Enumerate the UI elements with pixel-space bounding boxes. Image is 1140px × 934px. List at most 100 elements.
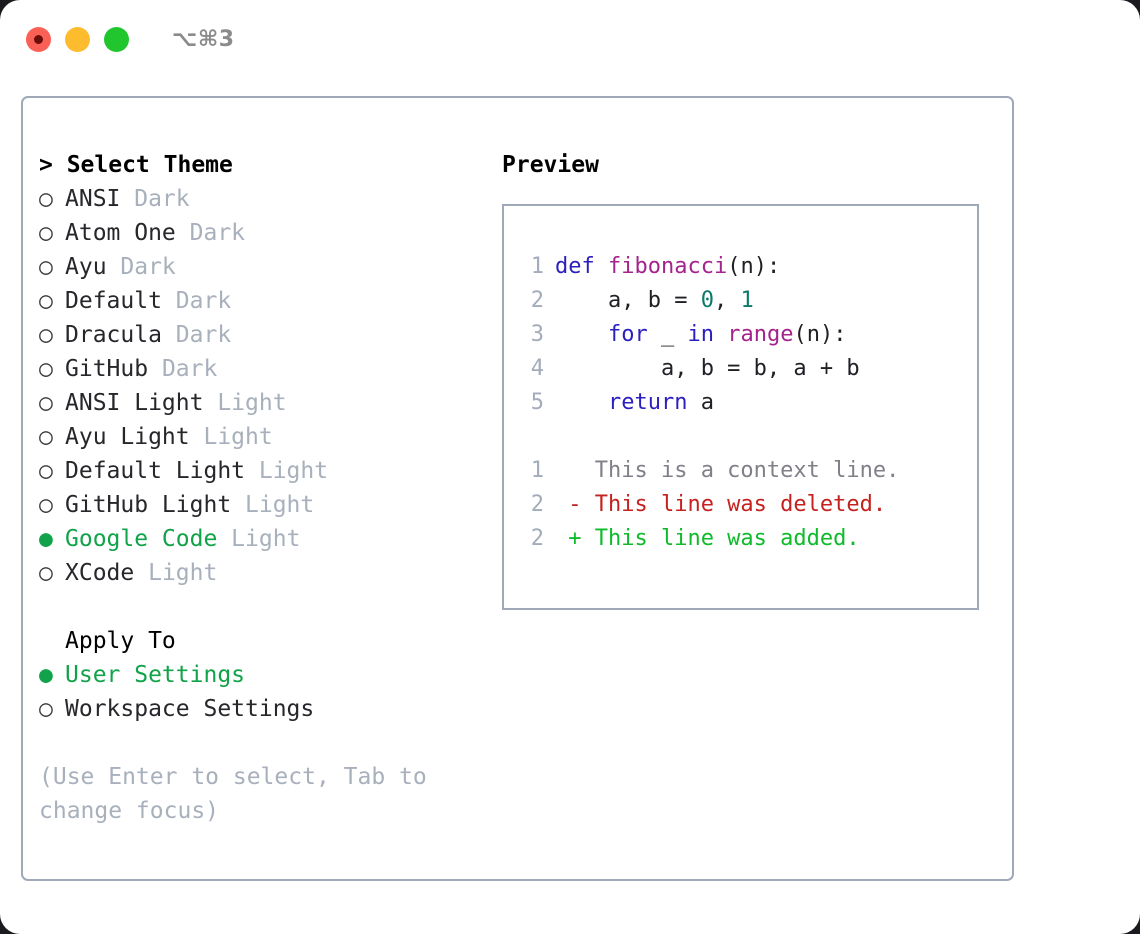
theme-option-github[interactable]: ○ GitHub Dark (39, 352, 479, 386)
code-token-plain: (n): (793, 322, 847, 347)
radio-unselected-icon: ○ (39, 356, 53, 382)
code-line: 3 for _ in range(n): (518, 318, 977, 352)
keyboard-shortcut-label: ⌥⌘3 (172, 26, 235, 52)
theme-option-label: Ayu (65, 254, 107, 280)
hint-spacer (39, 726, 479, 760)
radio-unselected-icon: ○ (39, 424, 53, 450)
line-number: 2 (530, 288, 544, 313)
apply-option-user-settings[interactable]: ●User Settings (39, 658, 479, 692)
code-token-plain: a, b = b, a + b (555, 356, 860, 381)
diff-line-text: - This line was deleted. (555, 492, 887, 517)
code-token-kw: return (607, 390, 688, 415)
apply-to-heading: Apply To (65, 628, 176, 654)
theme-option-label: ANSI Light (65, 390, 204, 416)
theme-option-label: GitHub Light (65, 492, 232, 518)
code-token-plain (555, 322, 608, 347)
theme-list[interactable]: ○ANSI Dark○Atom One Dark○Ayu Dark○Defaul… (39, 182, 479, 590)
theme-option-label: GitHub (65, 356, 149, 382)
theme-option-variant: Light (245, 458, 329, 484)
close-button-icon[interactable] (26, 26, 51, 52)
line-number: 5 (530, 390, 544, 415)
code-token-num: 1 (740, 288, 754, 313)
theme-option-dracula[interactable]: ○Dracula Dark (39, 318, 479, 352)
keyboard-hint-text: (Use Enter to select, Tab to change focu… (39, 764, 441, 824)
theme-option-variant: Light (203, 390, 287, 416)
theme-option-ansi-light[interactable]: ○ ANSI Light Light (39, 386, 479, 420)
diff-line-ctx: 1 This is a context line. (518, 454, 977, 488)
apply-option-label: Workspace Settings (65, 696, 315, 722)
code-token-plain (555, 390, 608, 415)
code-token-plain: _ (647, 322, 688, 347)
minimize-button-icon[interactable] (65, 26, 90, 52)
line-number: 4 (530, 356, 544, 381)
theme-option-label: Default (65, 288, 162, 314)
theme-option-variant: Dark (120, 186, 190, 212)
line-number: 3 (530, 322, 544, 347)
code-token-plain: , (713, 288, 741, 313)
code-token-plain: a, b = (555, 288, 701, 313)
diff-line-text: + This line was added. (555, 526, 860, 551)
select-theme-heading: > Select Theme (39, 152, 233, 178)
code-diff-spacer (518, 420, 977, 454)
theme-option-atom-one[interactable]: ○ Atom One Dark (39, 216, 479, 250)
code-token-kw: def (555, 254, 608, 279)
theme-option-default-light[interactable]: ○Default Light Light (39, 454, 479, 488)
window-controls (26, 26, 129, 52)
code-token-fn: range (727, 322, 794, 347)
radio-unselected-icon: ○ (39, 288, 53, 314)
recording-indicator-icon (34, 34, 43, 44)
diff-line-text: This is a context line. (555, 458, 900, 483)
theme-option-label: Ayu Light (65, 424, 190, 450)
code-line: 2 a, b = 0, 1 (518, 284, 977, 318)
theme-option-default[interactable]: ○ Default Dark (39, 284, 479, 318)
theme-option-ansi[interactable]: ○ANSI Dark (39, 182, 479, 216)
code-token-kw: for (607, 322, 648, 347)
code-token-plain (714, 322, 727, 347)
maximize-button-icon[interactable] (104, 26, 129, 52)
apply-to-list[interactable]: ●User Settings ○ Workspace Settings (39, 658, 479, 726)
theme-option-github-light[interactable]: ○ GitHub Light Light (39, 488, 479, 522)
diff-line-del: 2 - This line was deleted. (518, 488, 977, 522)
section-spacer (39, 590, 479, 624)
code-token-num: 0 (700, 288, 714, 313)
apply-option-workspace-settings[interactable]: ○ Workspace Settings (39, 692, 479, 726)
radio-unselected-icon: ○ (39, 492, 53, 518)
radio-unselected-icon: ○ (39, 696, 53, 722)
code-token-plain: (n): (727, 254, 781, 279)
theme-option-google-code[interactable]: ●Google Code Light (39, 522, 479, 556)
preview-title: Preview (502, 152, 599, 178)
line-number: 1 (530, 458, 544, 483)
theme-option-ayu[interactable]: ○ Ayu Dark (39, 250, 479, 284)
diff-sample: 1 This is a context line.2 - This line w… (518, 454, 977, 556)
code-token-fn: fibonacci (607, 254, 728, 279)
diff-line-add: 2 + This line was added. (518, 522, 977, 556)
main-panel: > Select Theme ○ANSI Dark○Atom One Dark○… (21, 96, 1014, 881)
theme-option-variant: Light (134, 560, 218, 586)
theme-option-variant: Dark (175, 220, 246, 246)
radio-unselected-icon: ○ (39, 458, 53, 484)
theme-option-ayu-light[interactable]: ○Ayu Light Light (39, 420, 479, 454)
code-token-kw: in (687, 322, 714, 347)
radio-unselected-icon: ○ (39, 220, 53, 246)
radio-unselected-icon: ○ (39, 322, 53, 348)
theme-option-label: Google Code (65, 526, 218, 552)
theme-option-xcode[interactable]: ○XCode Light (39, 556, 479, 590)
theme-option-variant: Light (231, 492, 315, 518)
code-line: 4 a, b = b, a + b (518, 352, 977, 386)
theme-option-variant: Dark (161, 322, 232, 348)
theme-option-label: Atom One (65, 220, 176, 246)
theme-option-variant: Dark (161, 288, 232, 314)
radio-unselected-icon: ○ (39, 254, 53, 280)
theme-option-variant: Dark (148, 356, 218, 382)
radio-unselected-icon: ○ (39, 560, 53, 586)
theme-option-label: ANSI (65, 186, 121, 212)
theme-selection-column: > Select Theme ○ANSI Dark○Atom One Dark○… (39, 148, 479, 828)
theme-option-variant: Dark (106, 254, 176, 280)
radio-selected-icon: ● (39, 662, 53, 688)
radio-unselected-icon: ○ (39, 390, 53, 416)
